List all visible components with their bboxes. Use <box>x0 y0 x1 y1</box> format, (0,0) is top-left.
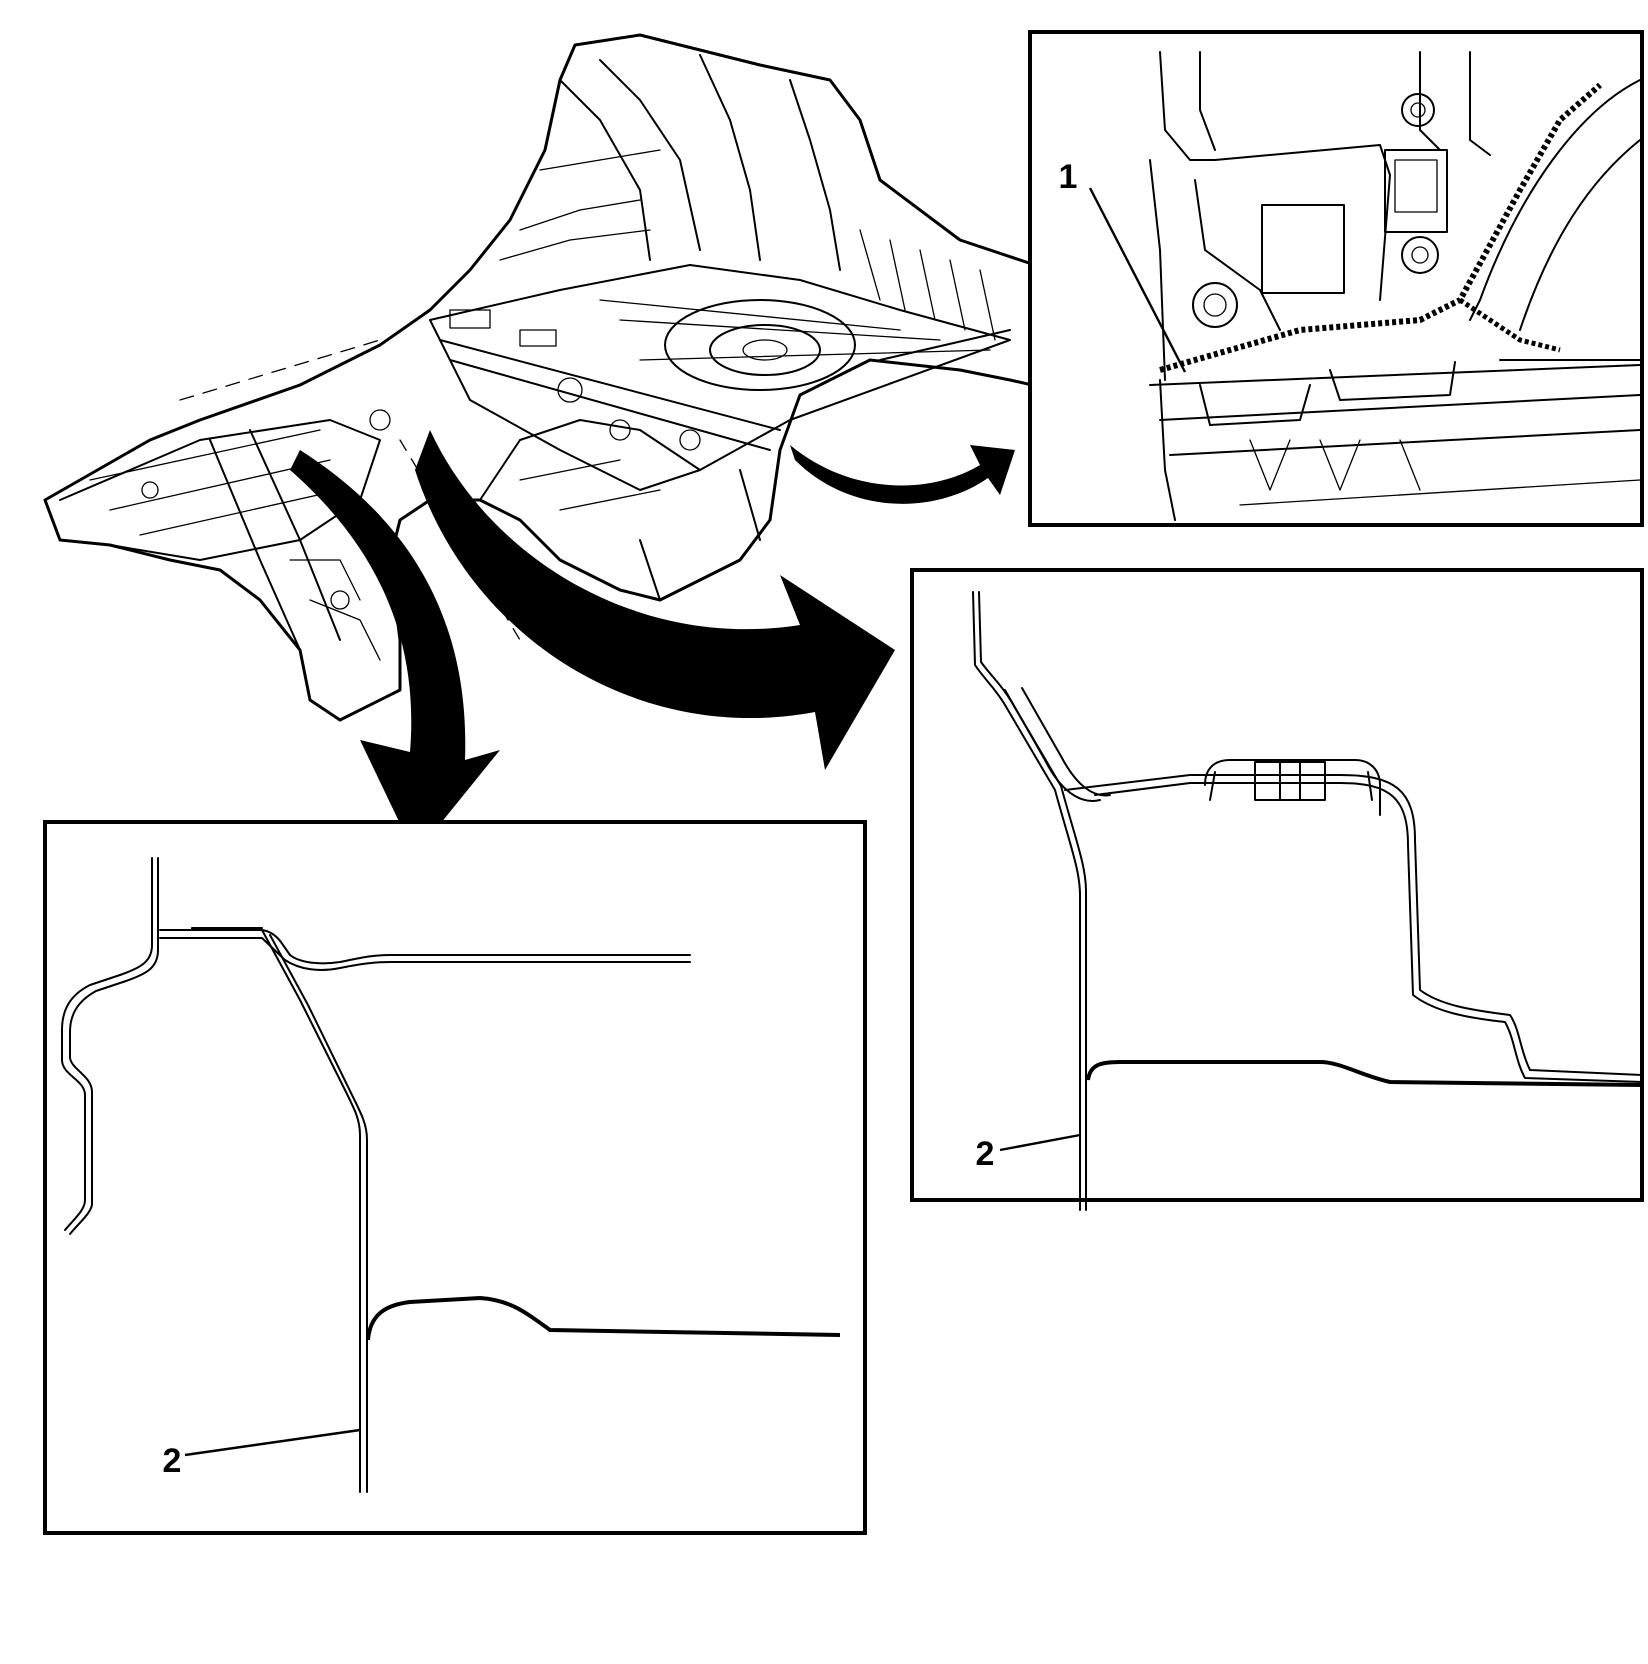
arrow-to-bottom-left-inset <box>290 450 500 855</box>
arrow-to-right-inset <box>415 430 895 770</box>
underbody-assembly-illustration <box>43 33 1062 722</box>
curved-arrow-icon <box>290 430 1015 855</box>
callout-2-right: 2 <box>976 1135 995 1173</box>
callout-1: 1 <box>1059 158 1078 196</box>
callout-2-left: 2 <box>163 1442 182 1480</box>
inset-right: 2 <box>910 568 1644 1211</box>
arrow-to-top-right-inset <box>790 445 1015 504</box>
inset-top-right: 1 <box>1028 30 1644 527</box>
inset-bottom-left: 2 <box>43 820 867 1535</box>
